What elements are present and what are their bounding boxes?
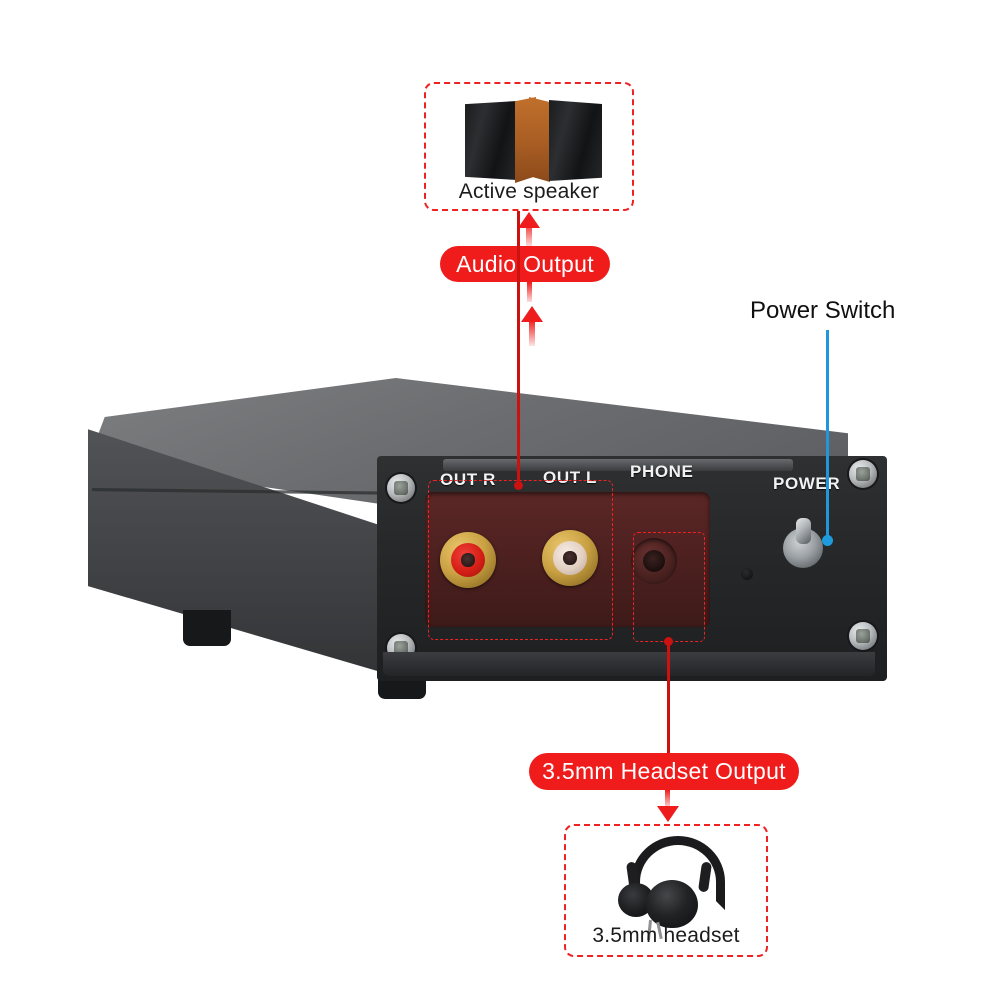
audio-output-arrow-shaft bbox=[526, 221, 532, 247]
headset-output-arrow-shaft bbox=[665, 790, 670, 808]
active-speaker-callout-box: Active speaker bbox=[424, 82, 634, 211]
speaker-right-face bbox=[549, 100, 602, 181]
highlight-phone-jack bbox=[633, 532, 705, 642]
audio-output-leader-line bbox=[517, 211, 520, 485]
rca-left-hole bbox=[563, 551, 577, 565]
headset-output-badge: 3.5mm Headset Output bbox=[529, 753, 799, 790]
amplifier-device: OUT R OUT L PHONE POWER bbox=[80, 370, 910, 715]
audio-output-anchor-dot bbox=[514, 481, 523, 490]
headset-caption: 3.5mm headset bbox=[592, 924, 740, 947]
rca-out-left-jack[interactable] bbox=[542, 530, 598, 586]
phone-jack-3p5mm[interactable] bbox=[631, 538, 677, 584]
power-switch-pointer-dot-icon bbox=[822, 535, 833, 546]
panel-screw-top-right bbox=[849, 460, 877, 488]
power-toggle-lever[interactable] bbox=[796, 518, 811, 544]
amplifier-foot-left bbox=[183, 610, 231, 646]
panel-screw-top-left bbox=[387, 474, 415, 502]
amplifier-front-panel: OUT R OUT L PHONE POWER bbox=[377, 456, 887, 681]
speaker-left-face bbox=[465, 101, 517, 180]
label-out-l: OUT L bbox=[543, 468, 597, 487]
front-panel-lip bbox=[383, 652, 875, 676]
rca-right-hole bbox=[461, 553, 475, 567]
audio-output-lower-arrow-icon bbox=[521, 306, 543, 322]
power-switch-label: Power Switch bbox=[750, 297, 896, 324]
label-out-r: OUT R bbox=[440, 470, 496, 489]
headphones-ear-cup-right bbox=[646, 880, 698, 928]
label-power: POWER bbox=[773, 474, 841, 493]
label-phone: PHONE bbox=[630, 462, 694, 481]
phone-jack-hole bbox=[642, 549, 666, 573]
rca-out-right-jack[interactable] bbox=[440, 532, 496, 588]
rca-left-insert bbox=[552, 540, 588, 576]
audio-output-badge-stub bbox=[527, 282, 532, 302]
chassis-lid-strip bbox=[443, 459, 793, 471]
speaker-right-side bbox=[529, 97, 550, 182]
headphones-icon bbox=[614, 836, 725, 941]
audio-output-badge: Audio Output bbox=[440, 246, 610, 282]
speaker-left-icon bbox=[465, 97, 537, 183]
status-led bbox=[741, 568, 753, 580]
panel-screw-bottom-right bbox=[849, 622, 877, 650]
headset-output-leader-line bbox=[667, 641, 670, 753]
headset-output-arrow-down-icon bbox=[657, 806, 679, 822]
headset-output-anchor-dot bbox=[664, 637, 673, 646]
amplifier-groove-line bbox=[92, 488, 410, 495]
audio-output-lower-arrow-shaft bbox=[529, 320, 535, 346]
power-switch-leader-line bbox=[826, 330, 829, 540]
speaker-right-icon bbox=[529, 95, 603, 182]
headset-callout-box: 3.5mm headset bbox=[564, 824, 768, 957]
active-speaker-caption: Active speaker bbox=[458, 180, 600, 203]
audio-output-arrow-up-icon bbox=[518, 212, 540, 228]
highlight-rca-outputs bbox=[428, 480, 613, 640]
rca-right-insert bbox=[450, 542, 486, 578]
